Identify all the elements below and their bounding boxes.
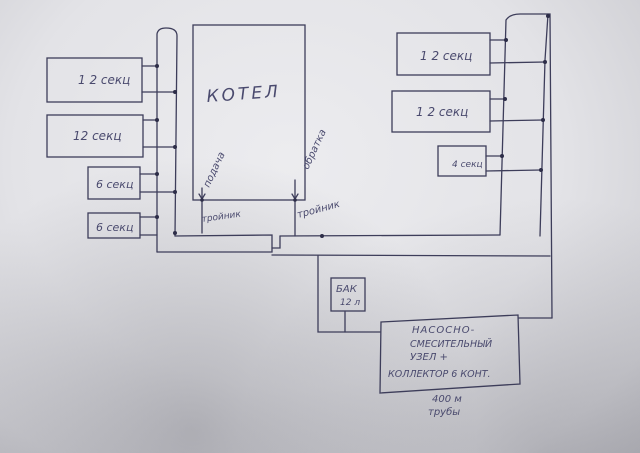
boiler <box>192 24 306 201</box>
pipe-note-1: 400 м <box>432 394 462 405</box>
return-label: обратка <box>300 127 329 171</box>
radiator-right-3-label: 4 секц <box>452 160 483 170</box>
radiator-right-2-label: 1 2 секц <box>416 105 468 119</box>
radiator-left-3-label: 6 секц <box>96 178 133 191</box>
radiator-right-1-label: 1 2 секц <box>420 49 472 63</box>
right-riser-inner <box>539 13 549 237</box>
pump-label-1: НАСОСНО- <box>412 325 475 336</box>
radiator-left-3 <box>87 166 141 200</box>
tank-label-1: БАК <box>336 284 358 295</box>
tee-right-label: тройник <box>296 199 341 221</box>
radiator-left-1 <box>46 57 143 103</box>
radiator-right-2 <box>391 90 491 133</box>
bottom-mains <box>156 234 551 257</box>
left-connections <box>139 64 177 236</box>
boiler-label: КОТЕЛ <box>206 82 282 107</box>
radiator-left-2 <box>46 114 144 158</box>
return-to-pump-pipe <box>317 255 381 333</box>
supply-label: подача <box>202 150 228 189</box>
pump-label-2: СМЕСИТЕЛЬНЫЙ <box>410 338 492 350</box>
pump-label-4: КОЛЛЕКТОР 6 КОНТ. <box>388 369 491 380</box>
tank-label-2: 12 л <box>340 298 360 308</box>
pipe-note-2: трубы <box>428 406 460 418</box>
radiator-left-4-label: 6 секц <box>96 221 133 234</box>
boiler-arrows <box>198 179 299 237</box>
radiator-right-3 <box>437 145 487 177</box>
tee-left-label: тройник <box>201 209 242 224</box>
right-riser-outer <box>499 13 553 319</box>
radiator-right-1 <box>396 32 491 76</box>
pump-label-3: УЗЕЛ + <box>410 352 448 363</box>
right-connections <box>485 14 550 172</box>
radiator-left-1-label: 1 2 секц <box>78 73 130 87</box>
expansion-tank <box>330 277 366 312</box>
radiator-left-2-label: 12 секц <box>73 129 121 143</box>
pump-mixing-unit <box>379 314 521 394</box>
radiator-left-4 <box>87 212 141 239</box>
left-riser <box>156 27 178 253</box>
